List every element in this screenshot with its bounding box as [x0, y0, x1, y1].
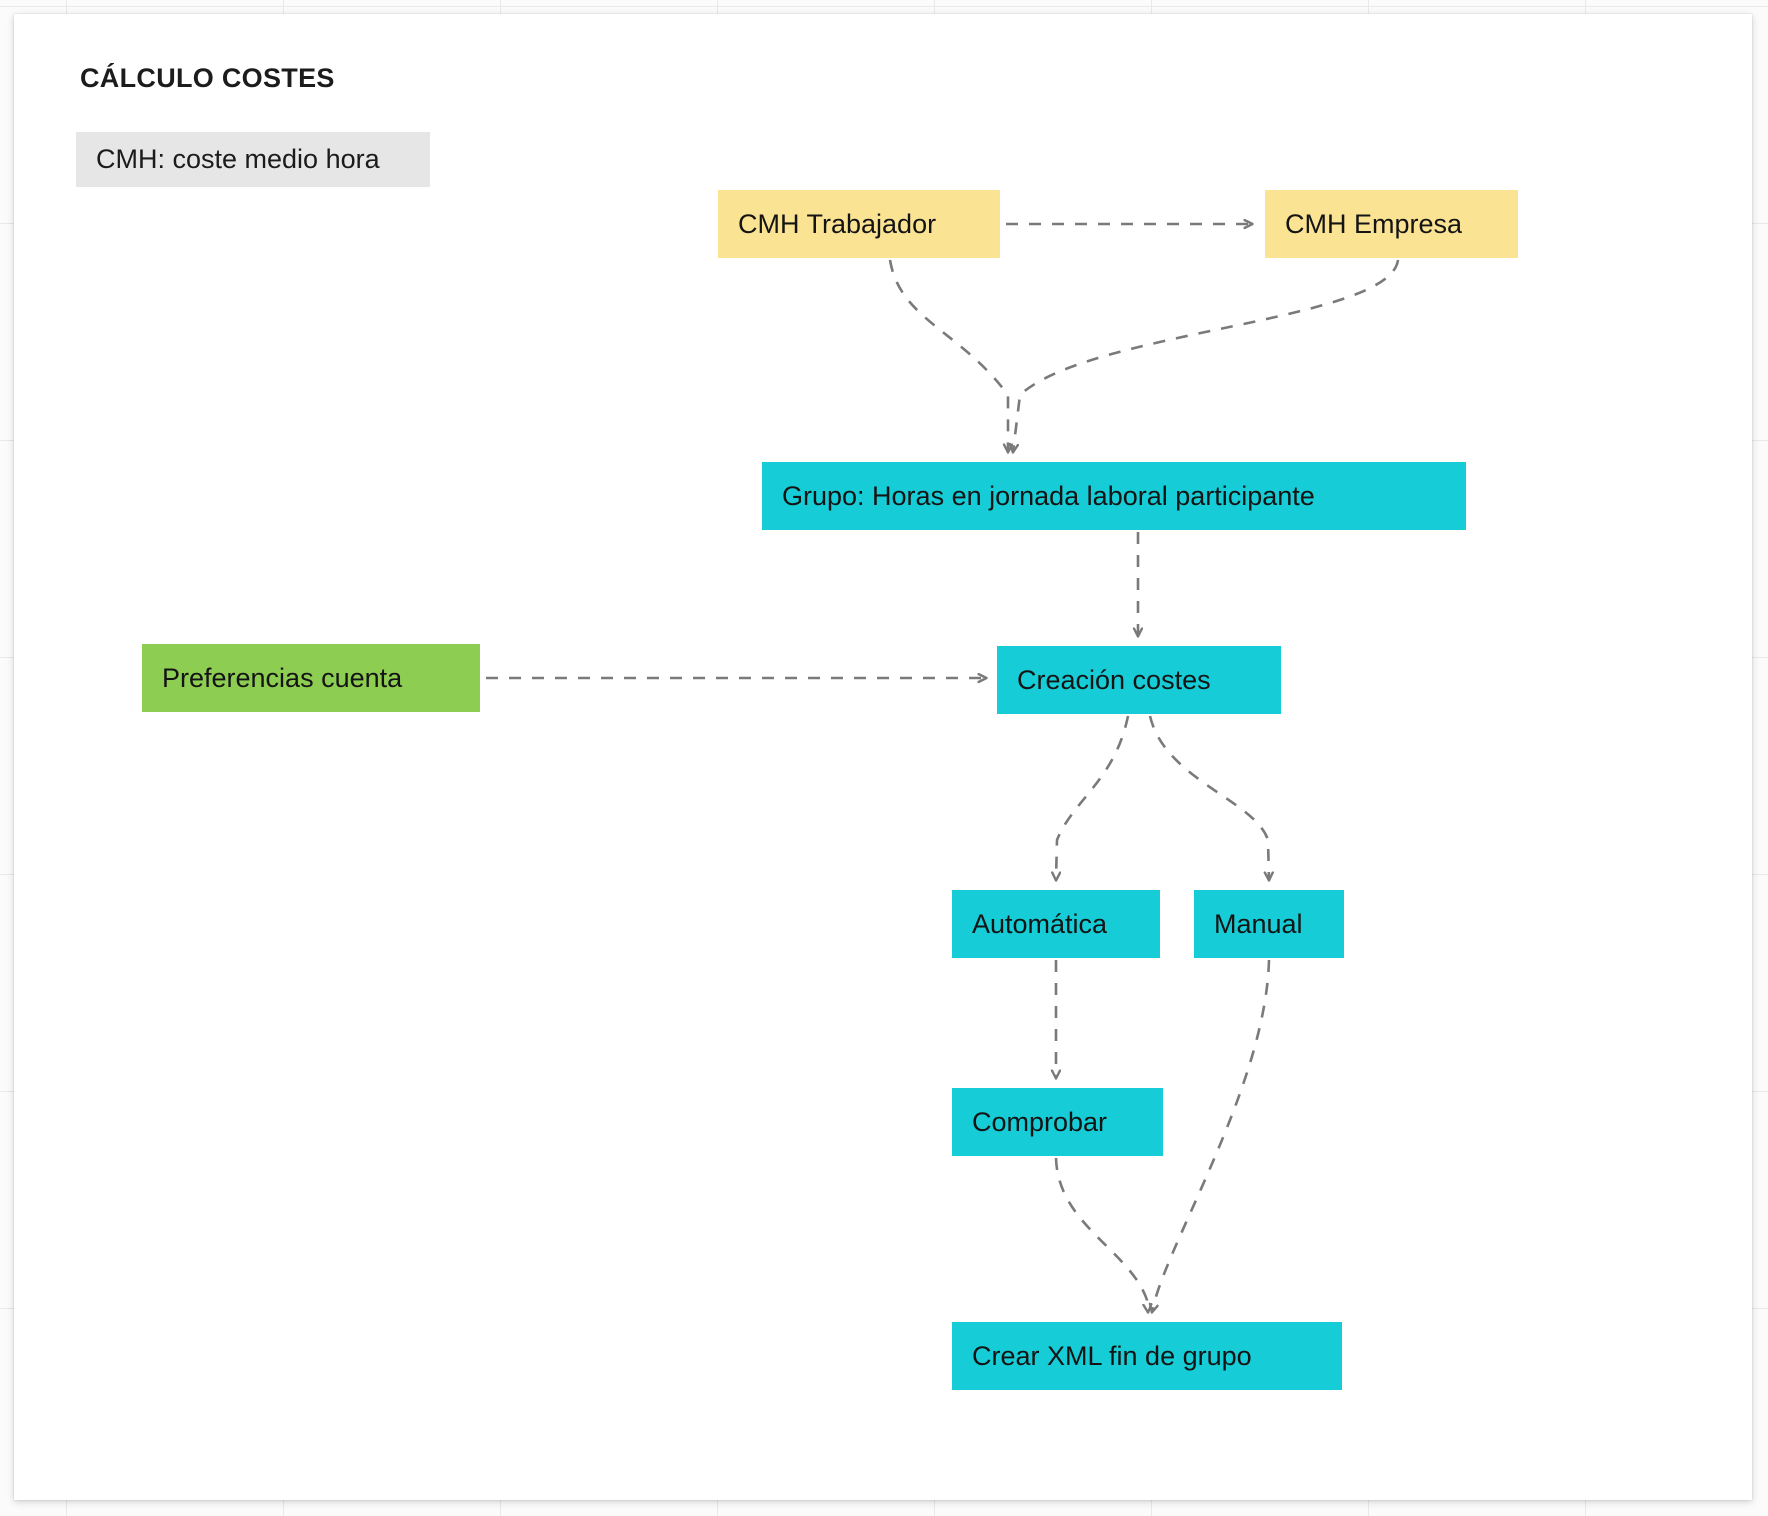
- node-label: Creación costes: [1017, 664, 1211, 695]
- legend-text: CMH: coste medio hora: [96, 144, 380, 174]
- node-preferencias-cuenta[interactable]: Preferencias cuenta: [142, 644, 480, 712]
- diagram-canvas[interactable]: [14, 14, 1752, 1500]
- node-label: CMH Empresa: [1285, 208, 1463, 239]
- node-cmh-empresa[interactable]: CMH Empresa: [1265, 190, 1518, 258]
- node-label: Grupo: Horas en jornada laboral particip…: [782, 480, 1315, 511]
- legend-box: CMH: coste medio hora: [76, 132, 430, 187]
- node-label: Preferencias cuenta: [162, 662, 403, 693]
- node-crear-xml-fin-grupo[interactable]: Crear XML fin de grupo: [952, 1322, 1342, 1390]
- node-creacion-costes[interactable]: Creación costes: [997, 646, 1281, 714]
- node-manual[interactable]: Manual: [1194, 890, 1344, 958]
- node-comprobar[interactable]: Comprobar: [952, 1088, 1163, 1156]
- node-automatica[interactable]: Automática: [952, 890, 1160, 958]
- node-label: Crear XML fin de grupo: [972, 1340, 1252, 1371]
- node-cmh-trabajador[interactable]: CMH Trabajador: [718, 190, 1000, 258]
- node-label: Manual: [1214, 908, 1303, 939]
- node-label: CMH Trabajador: [738, 208, 937, 239]
- node-label: Comprobar: [972, 1106, 1108, 1137]
- page-title: CÁLCULO COSTES: [80, 63, 335, 93]
- node-grupo-horas-jornada[interactable]: Grupo: Horas en jornada laboral particip…: [762, 462, 1466, 530]
- node-label: Automática: [972, 908, 1108, 939]
